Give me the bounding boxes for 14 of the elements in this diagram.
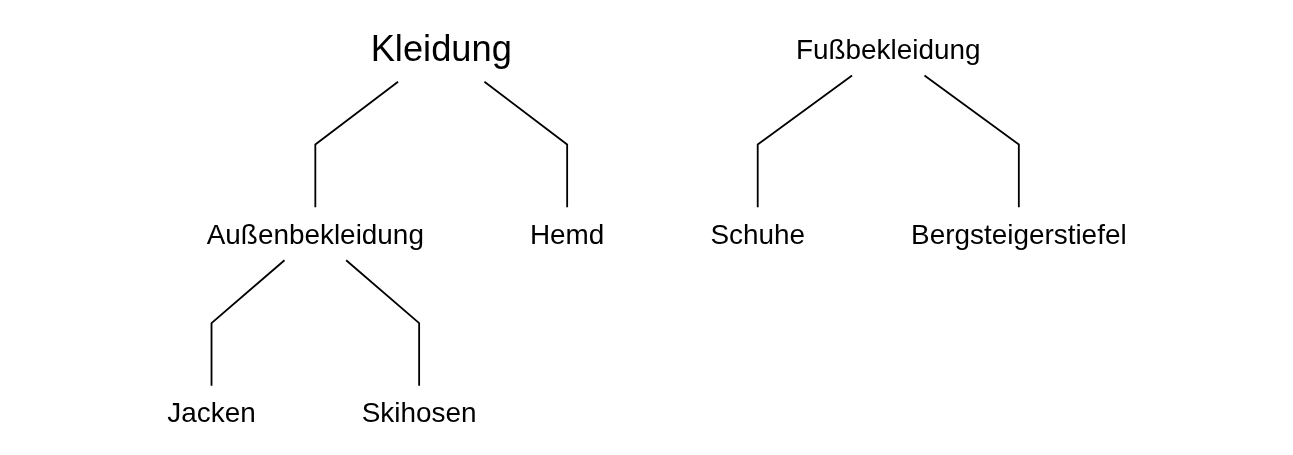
node-text: Fußbekleidung (795, 33, 981, 65)
connector (344, 259, 420, 387)
node-text: Kleidung (370, 27, 512, 70)
node-text: Außenbekleidung (206, 218, 424, 250)
node-text: Jacken (166, 396, 256, 428)
node-text: Skihosen (361, 396, 477, 428)
node-text: Bergsteigerstiefel (910, 218, 1127, 250)
connector (923, 74, 1020, 209)
connector (313, 80, 399, 209)
connector (483, 80, 568, 209)
connector (756, 74, 853, 209)
node-text: Schuhe (709, 218, 805, 250)
node-text: Hemd (529, 218, 604, 250)
connector (210, 259, 285, 387)
